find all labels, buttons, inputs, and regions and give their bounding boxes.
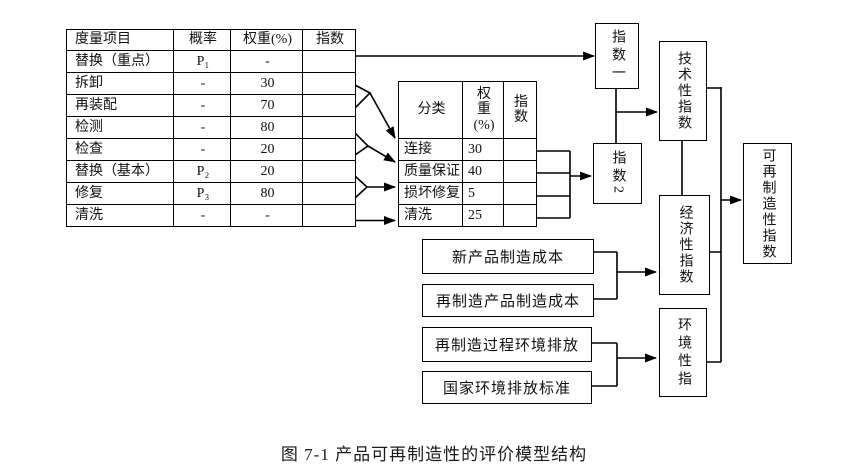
cell: [302, 94, 356, 117]
new-product-cost-box: 新产品制造成本: [422, 239, 594, 274]
cell: [503, 182, 537, 205]
cell: 替换（基本）: [66, 160, 174, 183]
cell: P₁: [173, 50, 231, 73]
cell: 清洗: [398, 204, 463, 227]
reman-process-emission-box: 再制造过程环境排放: [422, 327, 592, 362]
cell: 连接: [398, 138, 463, 161]
cell: [302, 116, 356, 139]
cell: [302, 182, 356, 205]
cell: 损坏修复: [398, 182, 463, 205]
column-header: 指数: [302, 29, 356, 51]
header-row: 度量项目概率权重(%)指数: [66, 29, 356, 51]
cell: -: [173, 204, 231, 227]
cell: [503, 204, 537, 227]
cell: 80: [230, 116, 303, 139]
cell: P₃: [173, 182, 231, 205]
cell: -: [173, 94, 231, 117]
cell: 30: [230, 72, 303, 95]
reman-product-cost-box: 再制造产品制造成本: [422, 284, 594, 317]
cell: 70: [230, 94, 303, 117]
cell: [302, 160, 356, 183]
table-row: 清洗--: [66, 204, 356, 227]
table-row: 检查-20: [66, 138, 356, 161]
cell: [302, 204, 356, 227]
economic-index-box: 经济性指数: [659, 195, 710, 295]
cell: -: [173, 72, 231, 95]
column-header: 权 重 (%): [462, 81, 504, 139]
cell: 拆卸: [66, 72, 174, 95]
cell: 20: [230, 138, 303, 161]
cell: 检查: [66, 138, 174, 161]
cell: -: [230, 204, 303, 227]
cell: [503, 138, 537, 161]
cell: [503, 160, 537, 183]
cell: [302, 72, 356, 95]
figure-caption: 图 7-1 产品可再制造性的评价模型结构: [280, 445, 588, 464]
table-row: 拆卸-30: [66, 72, 356, 95]
cell: 检测: [66, 116, 174, 139]
cell: 替换（重点）: [66, 50, 174, 73]
cell: -: [173, 116, 231, 139]
table-row: 检测-80: [66, 116, 356, 139]
cell: 修复: [66, 182, 174, 205]
environmental-index-box: 环境性指: [659, 308, 707, 397]
cell: 20: [230, 160, 303, 183]
cell: -: [230, 50, 303, 73]
technical-index-box: 技术性指数: [659, 41, 707, 141]
table-row: 再装配-70: [66, 94, 356, 117]
cell: P₂: [173, 160, 231, 183]
cell: 30: [462, 138, 504, 161]
cell: 再装配: [66, 94, 174, 117]
national-emission-standard-box: 国家环境排放标准: [422, 371, 592, 404]
arrow-to-quality-row: [367, 145, 396, 163]
index1-box: 指数一: [595, 23, 639, 89]
column-header: 权重(%): [230, 29, 303, 51]
cell: 5: [462, 182, 504, 205]
arrow-to-connection-row: [369, 92, 396, 139]
column-header: 概率: [173, 29, 231, 51]
cell: 25: [462, 204, 504, 227]
index2-box: 指数2: [593, 143, 642, 204]
column-header: 度量项目: [66, 29, 174, 51]
cell: -: [173, 138, 231, 161]
column-header: 指 数: [503, 81, 537, 139]
remanufacturability-index-box: 可再制造性指数: [743, 143, 792, 264]
cell: [302, 50, 356, 73]
cell: 80: [230, 182, 303, 205]
cell: 40: [462, 160, 504, 183]
header-row: 分类权 重 (%)指 数: [398, 81, 537, 139]
cell: 质量保证: [398, 160, 463, 183]
cell: [302, 138, 356, 161]
table-row: 替换（重点）P₁-: [66, 50, 356, 73]
column-header: 分类: [398, 81, 463, 139]
cell: 清洗: [66, 204, 174, 227]
